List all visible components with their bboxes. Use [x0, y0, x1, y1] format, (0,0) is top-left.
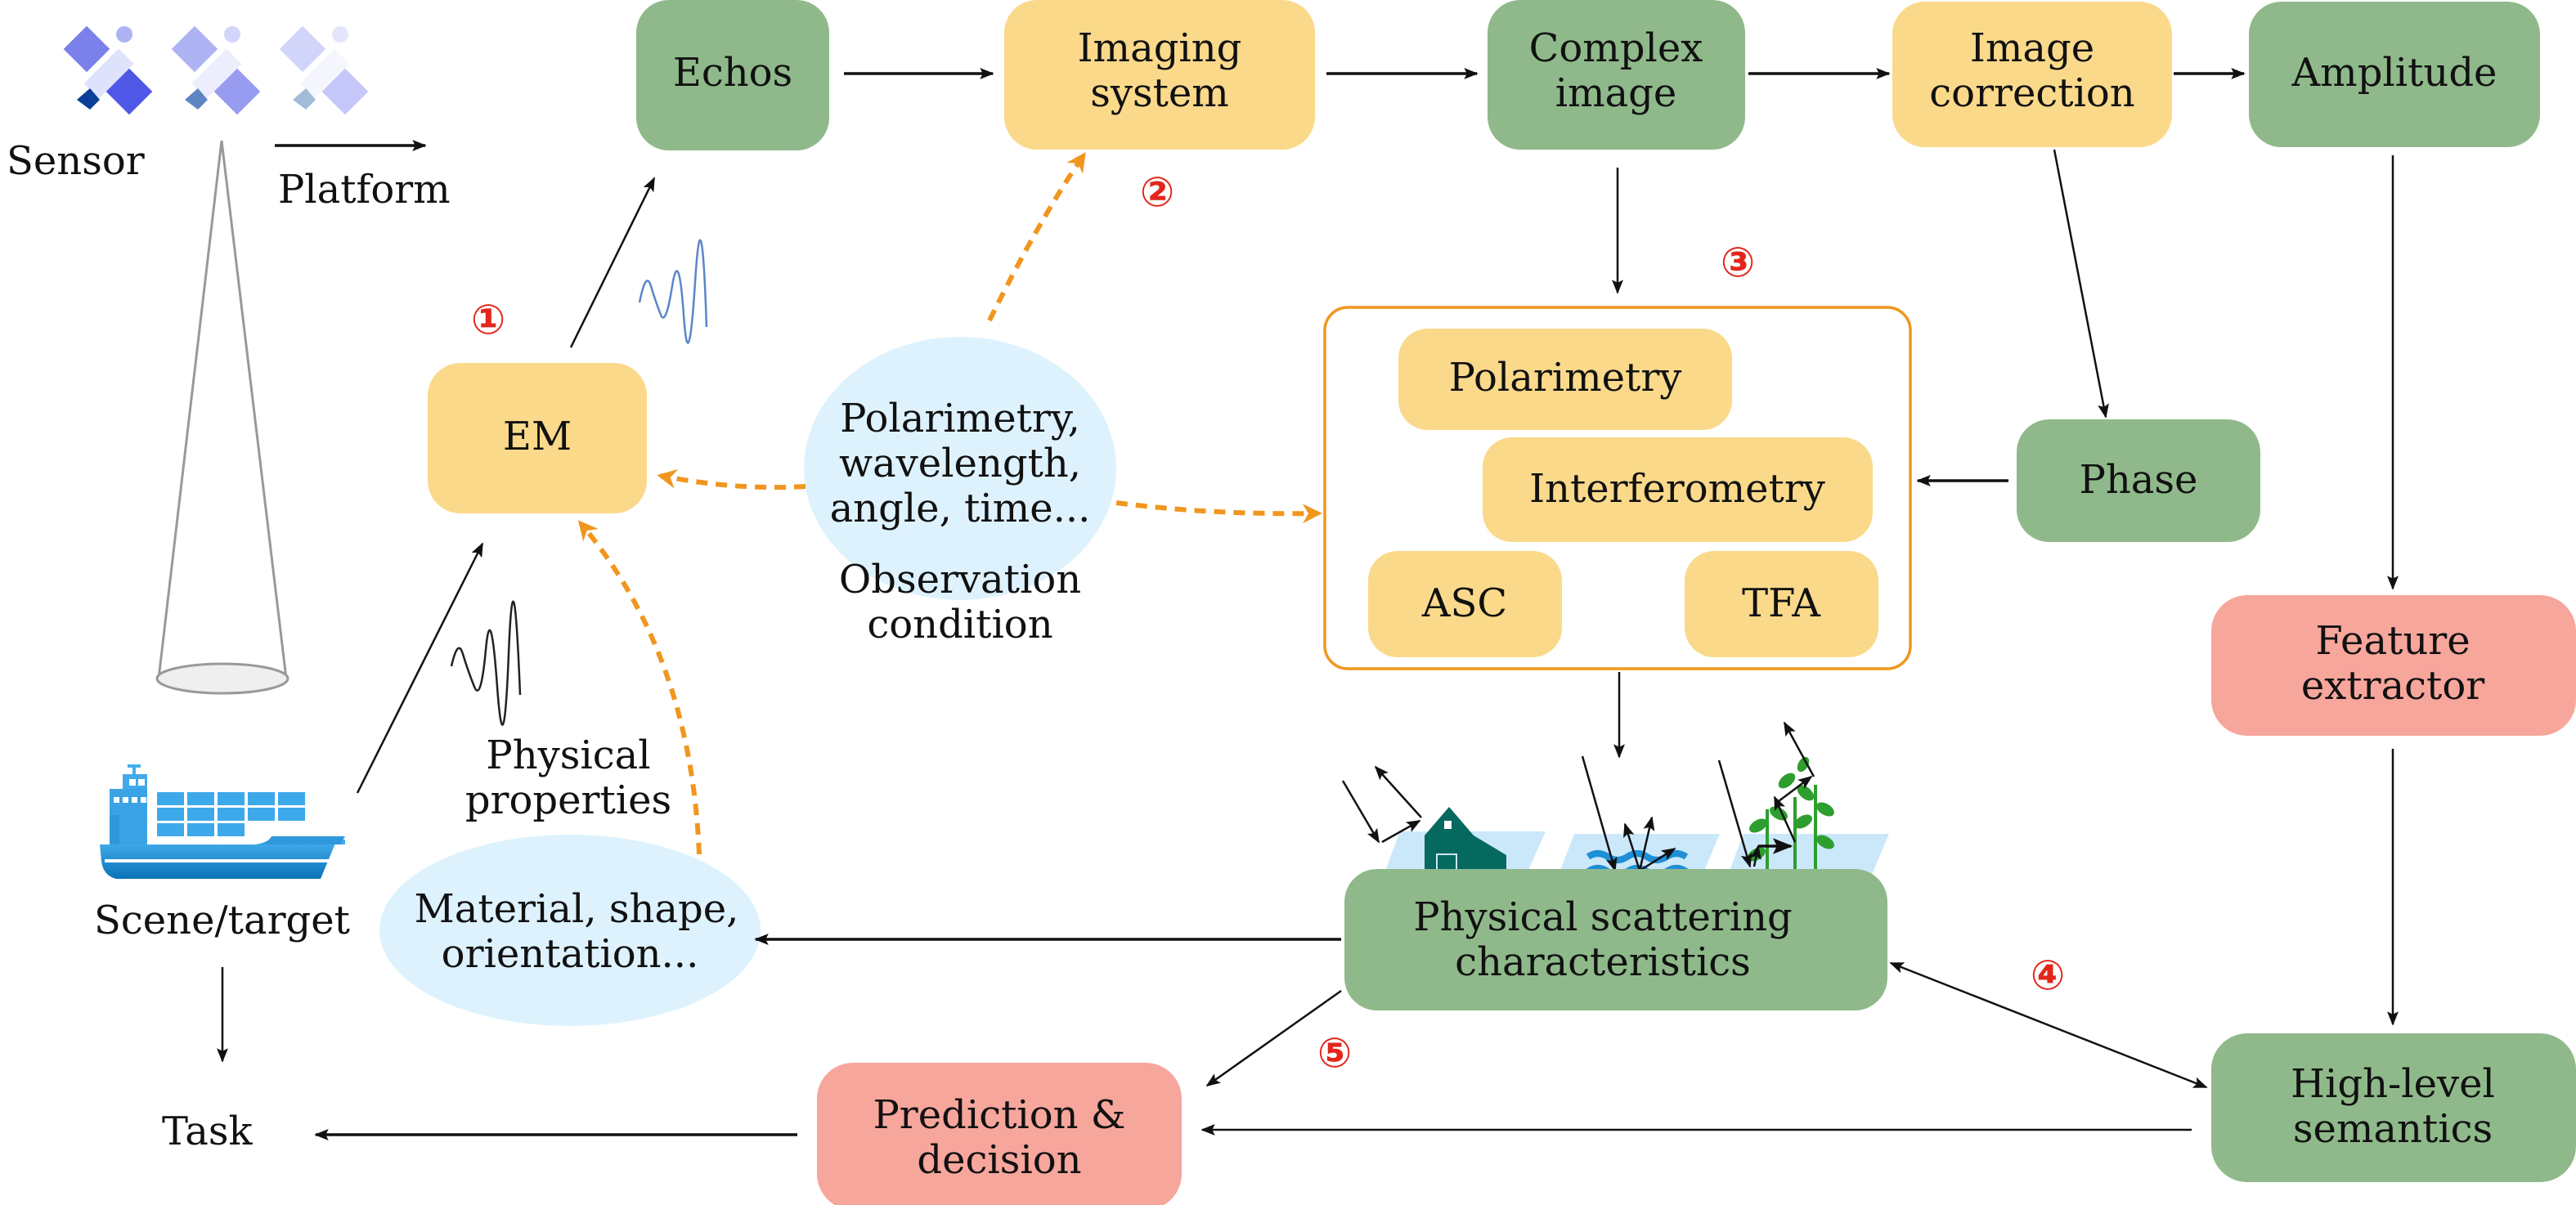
semantics-line-2: semantics: [2293, 1106, 2493, 1152]
semantics-line-1: High-level: [2291, 1061, 2495, 1107]
incident-wave-icon: [450, 600, 522, 726]
tfa-label: TFA: [1742, 580, 1821, 626]
high-level-semantics-box[interactable]: High-level semantics: [2211, 1033, 2576, 1182]
em-label: EM: [503, 414, 572, 459]
observation-line-3: angle, time...: [830, 486, 1091, 531]
physical-scattering-line-2: characteristics: [1455, 939, 1751, 985]
material-line-2: orientation...: [442, 931, 699, 977]
feature-extractor-line-2: extractor: [2301, 663, 2484, 709]
complex-image-line-1: Complex: [1529, 25, 1703, 71]
prediction-decision-box[interactable]: Prediction & decision: [817, 1063, 1182, 1205]
physical-properties-caption-2: properties: [465, 777, 671, 823]
step-marker-4: ④: [2031, 952, 2065, 999]
echos-label: Echos: [673, 50, 792, 96]
imaging-system-line-1: Imaging: [1078, 25, 1242, 71]
observation-to-analysis-dashed-arrow: [1115, 500, 1322, 524]
step-marker-1: ①: [471, 296, 505, 343]
complex-image-box[interactable]: Complex image: [1488, 0, 1745, 150]
scene-target-label: Scene/target: [94, 898, 350, 943]
image-correction-box[interactable]: Image correction: [1892, 2, 2172, 147]
container-ship-icon: [100, 764, 345, 879]
asc-label: ASC: [1421, 580, 1507, 626]
asc-box[interactable]: ASC: [1368, 551, 1562, 657]
complex-image-line-2: image: [1555, 70, 1677, 116]
radar-beam-cone-icon: [155, 140, 289, 695]
observation-condition-ellipse: Polarimetry, wavelength, angle, time...: [804, 337, 1116, 600]
satellite-icon: [279, 25, 369, 115]
scattering-to-prediction-arrow: [1205, 989, 1342, 1087]
em-to-echos-arrow: [569, 177, 656, 348]
imaging-system-line-2: system: [1090, 70, 1229, 116]
observation-to-em-dashed-arrow: [657, 468, 806, 491]
prediction-line-2: decision: [917, 1137, 1081, 1183]
amplitude-label: Amplitude: [2291, 50, 2497, 96]
interferometry-box[interactable]: Interferometry: [1483, 437, 1873, 542]
task-label: Task: [162, 1109, 254, 1154]
observation-caption-1: Observation: [839, 557, 1081, 602]
properties-to-em-dashed-arrow: [577, 520, 702, 855]
phase-box[interactable]: Phase: [2017, 419, 2260, 542]
tfa-box[interactable]: TFA: [1685, 551, 1878, 657]
platform-label: Platform: [278, 167, 451, 213]
physical-scattering-box[interactable]: Physical scattering characteristics: [1344, 869, 1887, 1010]
scattering-semantics-bidirectional-arrow: [1889, 961, 2208, 1089]
observation-to-imaging-dashed-arrow: [987, 152, 1086, 322]
image-correction-line-1: Image: [1970, 25, 2094, 71]
polarimetry-label: Polarimetry: [1449, 355, 1682, 401]
physical-properties-caption-1: Physical: [486, 732, 650, 778]
step-marker-5: ⑤: [1317, 1029, 1352, 1077]
step-marker-3: ③: [1721, 239, 1755, 286]
satellite-icon: [63, 25, 153, 115]
target-to-em-arrow: [356, 542, 484, 794]
imaging-system-box[interactable]: Imaging system: [1004, 0, 1315, 150]
observation-caption-2: condition: [867, 602, 1052, 647]
step-marker-2: ②: [1140, 168, 1174, 216]
sensor-label: Sensor: [7, 138, 145, 184]
material-shape-ellipse: Material, shape, orientation...: [379, 835, 761, 1026]
analysis-methods-group: Polarimetry Interferometry ASC TFA: [1323, 306, 1912, 670]
satellite-icon: [171, 25, 261, 115]
image-correction-line-2: correction: [1929, 70, 2134, 116]
physical-scattering-line-1: Physical scattering: [1413, 894, 1792, 940]
feature-extractor-line-1: Feature: [2315, 618, 2470, 664]
amplitude-box[interactable]: Amplitude: [2249, 2, 2540, 147]
prediction-line-1: Prediction &: [873, 1092, 1125, 1138]
echo-wave-icon: [638, 239, 708, 344]
echos-box[interactable]: Echos: [636, 0, 829, 150]
correction-to-phase-arrow: [2053, 149, 2109, 419]
interferometry-label: Interferometry: [1529, 466, 1825, 512]
phase-label: Phase: [2080, 457, 2198, 503]
em-box[interactable]: EM: [428, 363, 647, 513]
material-line-1: Material, shape,: [415, 886, 739, 932]
feature-extractor-box[interactable]: Feature extractor: [2211, 595, 2576, 736]
observation-line-2: wavelength,: [839, 441, 1081, 486]
polarimetry-box[interactable]: Polarimetry: [1398, 329, 1732, 430]
observation-line-1: Polarimetry,: [840, 396, 1080, 441]
